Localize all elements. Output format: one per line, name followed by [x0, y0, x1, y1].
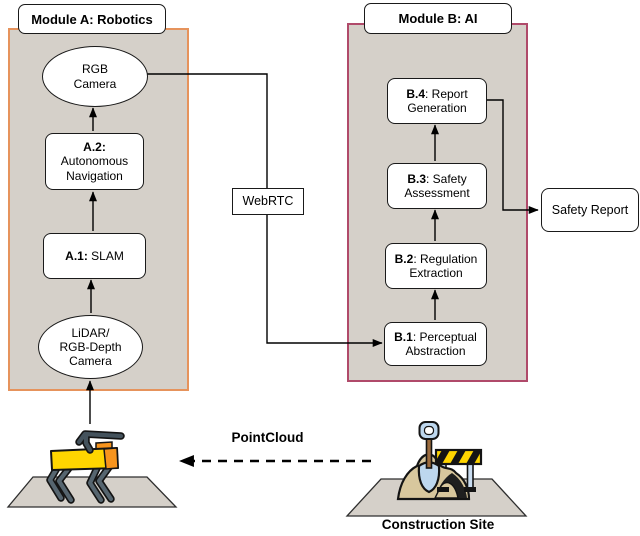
module-a-title: Module A: Robotics — [18, 4, 166, 34]
node-rgb-camera: RGB Camera — [42, 46, 148, 107]
module-b-title: Module B: AI — [364, 3, 512, 34]
node-b3-safety-assessment: B.3: Safety Assessment — [387, 163, 487, 209]
node-b1-perceptual-abstraction: B.1: Perceptual Abstraction — [384, 322, 487, 366]
webrtc-label-box: WebRTC — [232, 188, 304, 215]
node-a2-autonomous-navigation: A.2: Autonomous Navigation — [45, 133, 144, 190]
construction-site-label: Construction Site — [381, 517, 495, 532]
pointcloud-label: PointCloud — [231, 430, 304, 445]
node-lidar-rgb-depth-camera: LiDAR/ RGB-Depth Camera — [38, 315, 143, 379]
node-b2-regulation-extraction: B.2: Regulation Extraction — [385, 243, 487, 289]
quadruped-robot-icon — [46, 430, 125, 504]
node-a1-slam: A.1: SLAM — [43, 233, 146, 279]
arrow-b4-to-safety-report — [485, 99, 539, 214]
construction-site-icon — [396, 421, 483, 501]
node-b4-report-generation: B.4: Report Generation — [387, 78, 487, 124]
node-safety-report: Safety Report — [541, 188, 639, 232]
